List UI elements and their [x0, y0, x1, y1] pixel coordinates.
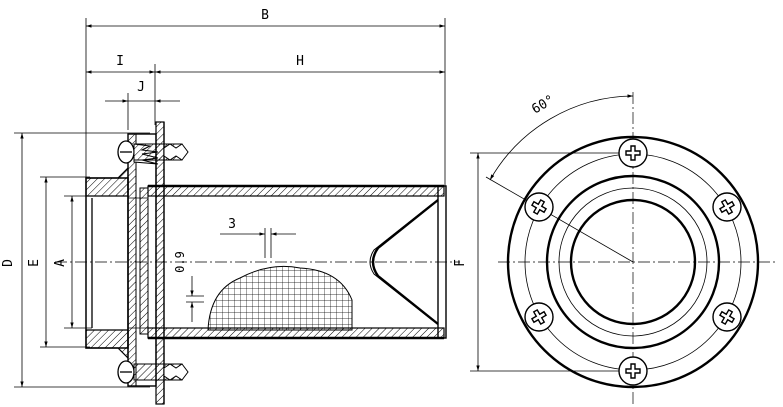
label-I: I	[116, 54, 124, 69]
dimension-mesh-pitch: 3	[220, 217, 296, 258]
inner-ring	[558, 187, 708, 337]
mesh-cutaway	[207, 265, 353, 331]
label-B: B	[261, 8, 269, 23]
label-mesh-pitch: 3	[228, 217, 236, 232]
dimension-I-H: I H	[86, 54, 445, 125]
filter-tube	[147, 184, 447, 340]
screw-top	[618, 138, 648, 168]
dimension-J: J	[105, 80, 180, 130]
dimension-D: D	[1, 132, 150, 388]
bore-ring	[569, 198, 697, 326]
dimension-E: E	[27, 176, 90, 348]
screw-upper-left	[524, 192, 554, 222]
label-D: D	[1, 259, 16, 267]
screw-bottom	[618, 356, 648, 386]
label-H: H	[296, 54, 304, 69]
screw-lower-left	[524, 302, 554, 332]
bottom-screw	[117, 360, 189, 384]
label-angle: 60°	[529, 93, 557, 118]
dimension-B: B	[85, 8, 446, 186]
front-view: F 60°	[453, 92, 775, 404]
side-section-view: B I H J D E	[1, 8, 460, 405]
top-screw	[117, 140, 189, 165]
outer-flange-ring	[506, 135, 760, 389]
label-E: E	[27, 259, 42, 267]
connector-body	[85, 166, 149, 360]
label-A: A	[53, 259, 68, 267]
screw-upper-right	[712, 192, 742, 222]
label-wire-dia: 0.9	[173, 251, 187, 273]
label-J: J	[137, 80, 145, 95]
cone-end	[369, 199, 439, 325]
label-F: F	[453, 259, 468, 267]
dimension-wire-dia: 0.9	[173, 251, 204, 322]
angle-60: 60°	[485, 93, 634, 263]
body-ring	[545, 174, 721, 350]
screw-lower-right	[712, 302, 742, 332]
